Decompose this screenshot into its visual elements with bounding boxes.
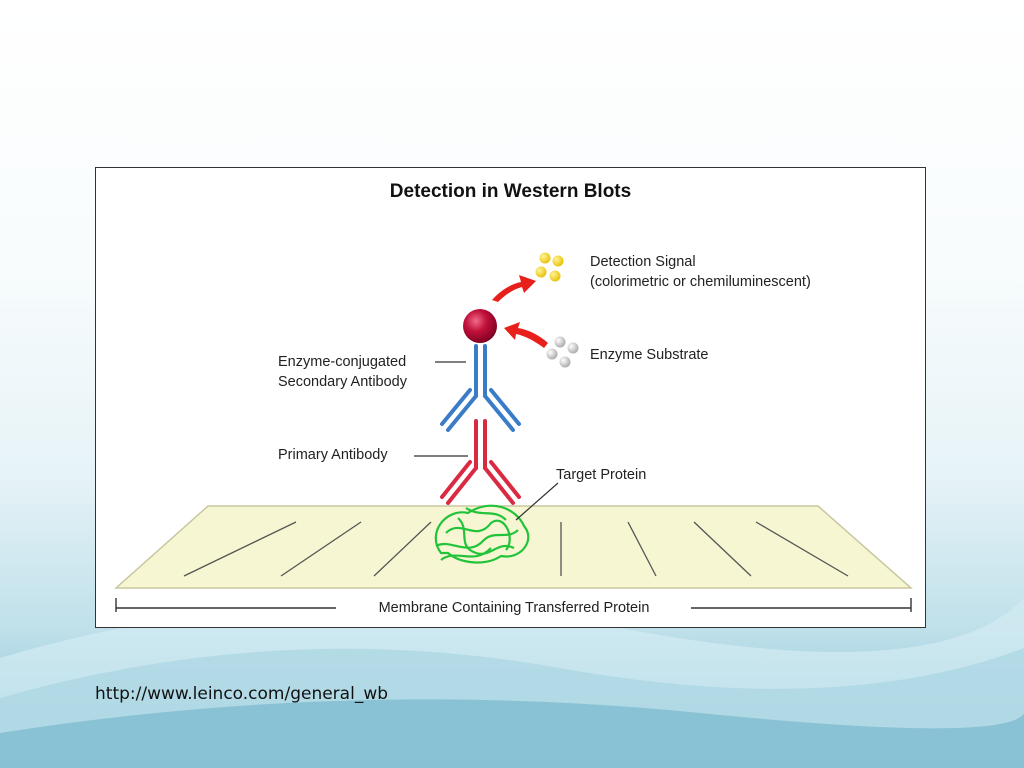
secondary-antibody-label: Enzyme-conjugated Secondary Antibody xyxy=(278,352,407,392)
detection-signal-label-line2: (colorimetric or chemiluminescent) xyxy=(590,274,811,290)
enzyme-substrate-label: Enzyme Substrate xyxy=(590,347,709,363)
secondary-antibody xyxy=(440,344,521,432)
primary-antibody-label: Primary Antibody xyxy=(278,447,388,463)
membrane-bracket xyxy=(115,598,912,612)
western-blot-figure: Detection in Western Blots Detection Sig… xyxy=(95,167,926,628)
figure-title: Detection in Western Blots xyxy=(389,181,632,202)
detection-signal-label-line1: Detection Signal xyxy=(590,254,696,270)
diagram-canvas xyxy=(114,252,913,612)
enzyme-substrate-dots xyxy=(546,336,579,368)
leader-lines xyxy=(414,361,559,521)
source-url: http://www.leinco.com/general_wb xyxy=(95,684,389,704)
detection-signal-label: Detection Signal (colorimetric or chemil… xyxy=(590,252,811,292)
membrane-label: Membrane Containing Transferred Protein xyxy=(378,600,650,616)
target-protein xyxy=(434,504,530,564)
detection-signal-dots xyxy=(535,252,564,282)
secondary-antibody-label-line1: Enzyme-conjugated xyxy=(278,354,407,370)
substrate-arrow xyxy=(504,322,548,348)
primary-antibody xyxy=(440,419,521,505)
membrane-lanes xyxy=(183,521,849,577)
background-wave xyxy=(0,598,1024,768)
secondary-antibody-label-line2: Secondary Antibody xyxy=(278,374,407,390)
enzyme-sphere xyxy=(463,309,497,343)
signal-arrow xyxy=(492,275,536,302)
target-protein-label: Target Protein xyxy=(556,467,647,483)
